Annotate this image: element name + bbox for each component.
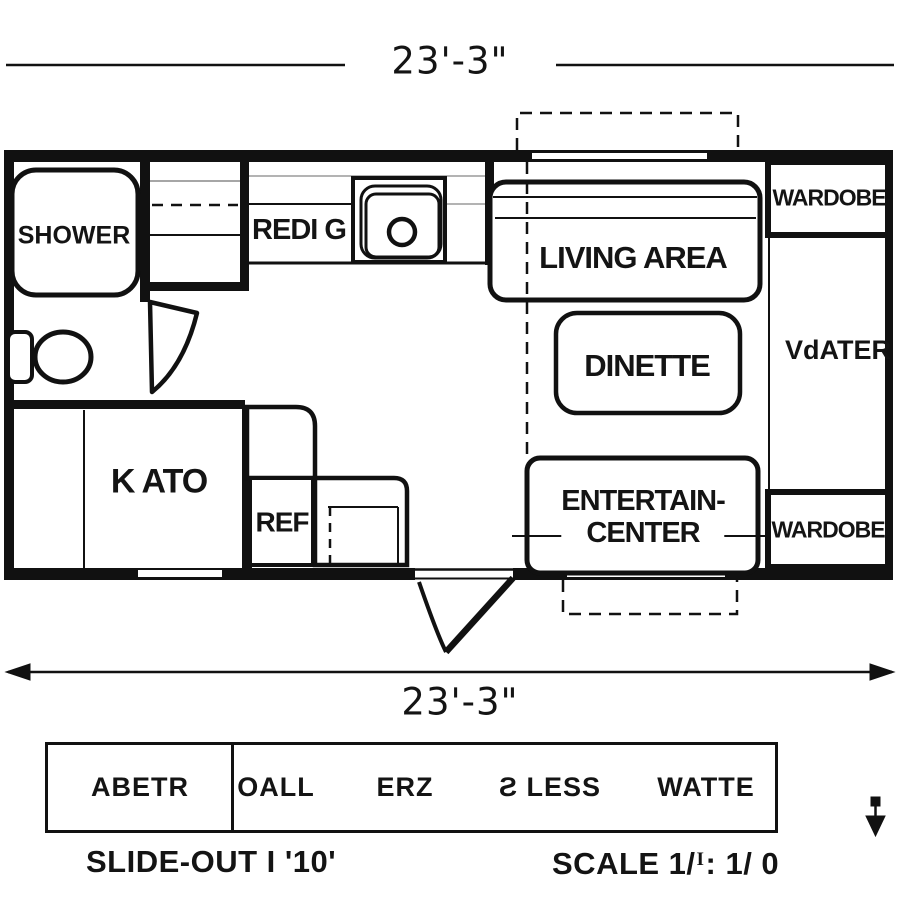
wardrobe-boxes (765, 159, 891, 570)
entertainment-label-line1: ENTERTAIN- (561, 485, 726, 518)
partition-lines (83, 237, 770, 568)
bathroom-door (147, 299, 200, 395)
bed-label: K ATO (110, 462, 208, 501)
scale-suffix: : 1/ 0 (705, 846, 780, 881)
slide-out-note: SLIDE-OUT I '10' (86, 844, 337, 879)
legend-item-1: OALL (237, 772, 315, 803)
scale-superscript: I (696, 849, 705, 870)
dinette-table (553, 310, 743, 416)
living-area-label: LIVING AREA (539, 239, 728, 275)
legend-item-3: Ƨ LESS (498, 772, 602, 803)
wardrobe-bottom-box (765, 489, 891, 570)
entertainment-label: ENTERTAIN- CENTER (561, 485, 726, 550)
top-dimension-label: 23'-3" (391, 39, 509, 83)
sink-fixture (351, 176, 447, 264)
slideout-top (515, 111, 740, 150)
kitchen-counter-label: REDI G (252, 214, 347, 247)
bottom-window-left (138, 570, 222, 577)
sofa (487, 179, 763, 303)
shower-fixture (9, 167, 141, 298)
bottom-dimension-label: 23'-3" (401, 680, 519, 724)
legend-item-4: WATTE (657, 772, 755, 803)
fridge-box (248, 476, 315, 567)
wardrobe-top-label: WARDOBE (772, 184, 886, 211)
legend-item-2: ERZ (376, 772, 434, 803)
legend-divider (231, 745, 234, 830)
water-label: VdATER (785, 335, 891, 366)
legend-item-0: ABETR (91, 772, 189, 803)
slideout-bottom (561, 580, 739, 616)
wardrobe-top-box (765, 159, 891, 238)
hall-cabinet (150, 180, 240, 236)
sink-drain (386, 216, 418, 248)
scale-note: SCALE 1/I: 1/ 0 (552, 846, 780, 881)
scale-prefix: SCALE 1/ (552, 846, 696, 881)
slideout-outlines (515, 111, 740, 616)
fridge-label: REF (255, 506, 310, 538)
bottom-dimension-line (4, 663, 896, 681)
shower-label: SHOWER (17, 221, 131, 250)
toilet-fixture (6, 329, 94, 385)
fridge-cabinets (244, 404, 410, 568)
legend-table (45, 742, 778, 833)
entry-door (415, 568, 516, 655)
dinette-label: DINETTE (584, 347, 711, 383)
wardrobe-bottom-label: WARDOBE (771, 516, 885, 543)
entertainment-label-line2: CENTER (561, 517, 725, 550)
top-window (532, 153, 707, 159)
down-arrow-icon (865, 796, 886, 838)
